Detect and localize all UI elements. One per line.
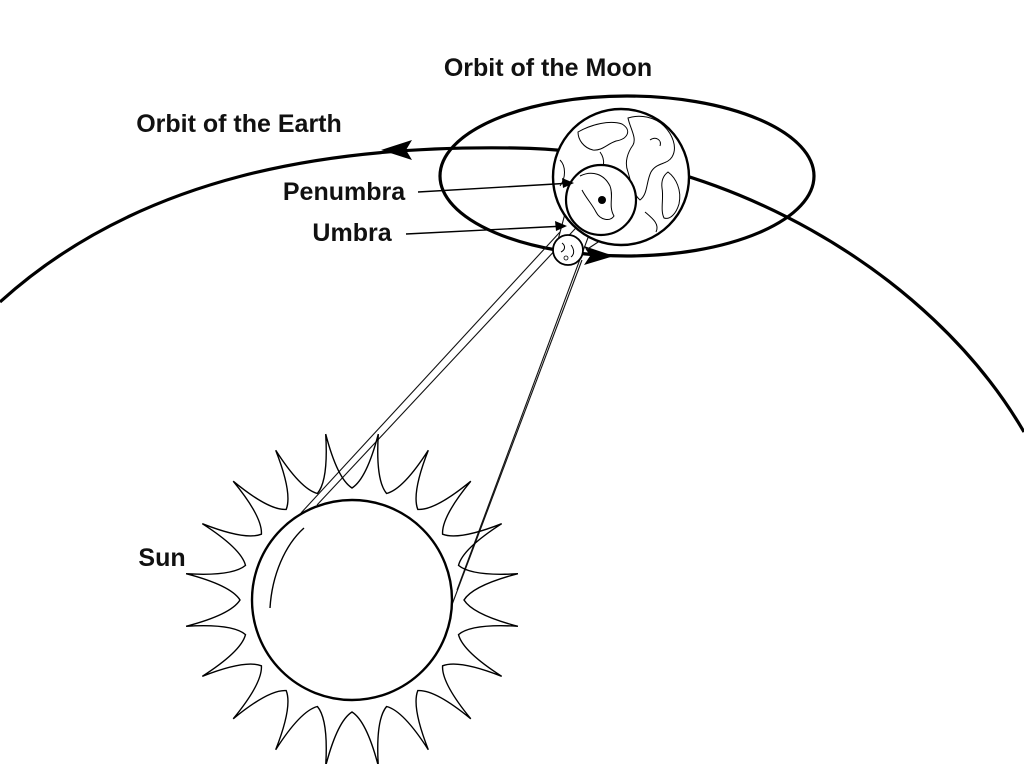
sun-icon xyxy=(250,498,454,702)
penumbra-leader xyxy=(417,182,573,193)
penumbra-leader-head xyxy=(562,178,574,188)
moon-orbit-arrow xyxy=(584,246,614,265)
moon-orbit-ellipse xyxy=(438,94,816,258)
penumbra-ray xyxy=(456,199,603,591)
leader-lines xyxy=(405,178,574,235)
moon-icon xyxy=(552,234,584,266)
penumbra-label: Penumbra xyxy=(283,178,406,206)
umbra-dot xyxy=(598,196,606,204)
sun-label: Sun xyxy=(138,544,185,572)
umbra-leader xyxy=(405,225,566,235)
penumbra-coast xyxy=(579,172,615,220)
sun-highlight xyxy=(269,527,305,609)
umbra-label: Umbra xyxy=(312,219,392,247)
penumbra-ray xyxy=(449,259,583,611)
earth-orbit-arrow xyxy=(381,140,412,160)
penumbra-ray xyxy=(300,231,561,514)
orbit-of-earth-label: Orbit of the Earth xyxy=(136,110,342,138)
earth-orbit-path xyxy=(0,146,1024,433)
umbra-leader-head xyxy=(555,221,567,231)
orbit-of-moon-label: Orbit of the Moon xyxy=(444,54,652,82)
sun-rays xyxy=(185,433,519,764)
